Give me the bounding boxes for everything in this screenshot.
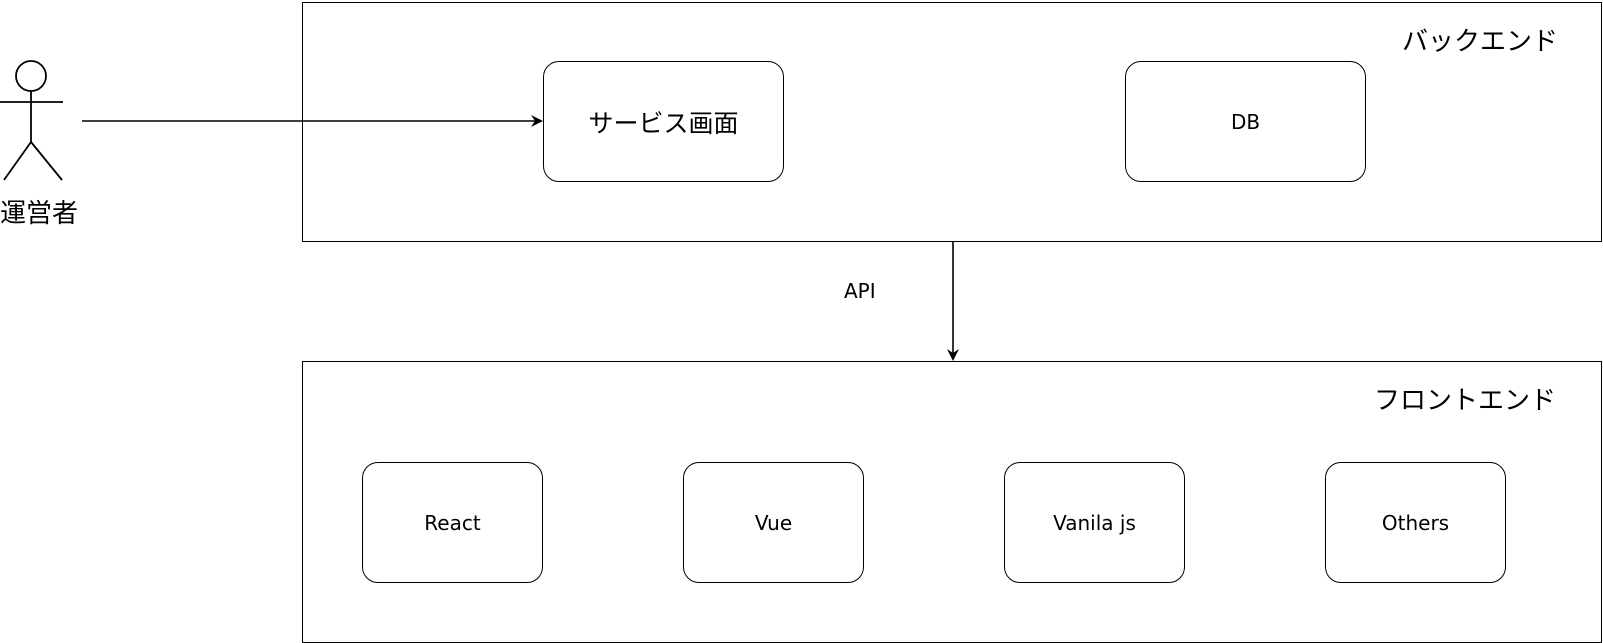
frontend-title: フロントエンド: [1374, 386, 1557, 416]
backend-title: バックエンド: [1402, 27, 1559, 57]
api-label: API: [844, 279, 876, 303]
service-screen-node[interactable]: サービス画面: [543, 61, 784, 182]
vanila-js-node[interactable]: Vanila js: [1004, 462, 1185, 583]
react-node[interactable]: React: [362, 462, 543, 583]
backend-container: [302, 2, 1602, 242]
db-node[interactable]: DB: [1125, 61, 1366, 182]
others-node[interactable]: Others: [1325, 462, 1506, 583]
actor-figure-icon: [0, 60, 63, 181]
vue-node[interactable]: Vue: [683, 462, 864, 583]
actor-label: 運営者: [0, 199, 79, 229]
